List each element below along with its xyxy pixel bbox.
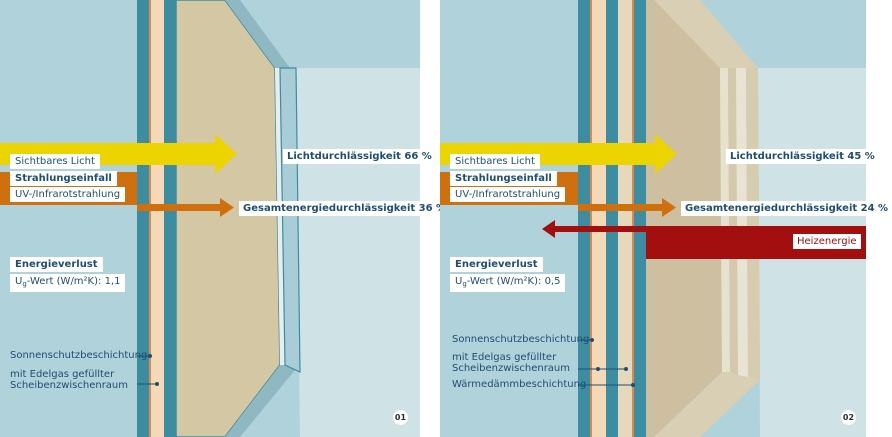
- panel-01-light-arrow-head: [215, 134, 237, 174]
- panel-02-callout-thermal-coating: Wärmedämmbeschichtung: [452, 379, 587, 390]
- panel-01-number-badge: 01: [393, 410, 408, 425]
- panel-02-callout-gas-1: mit Edelgas gefüllter: [452, 352, 557, 363]
- panel-02-callout-gas-2: Scheibenzwischenraum: [452, 363, 571, 374]
- panel-02-gas-gap-2: [618, 0, 632, 437]
- panel-02-visible-light-label: Sichtbares Licht: [450, 154, 540, 169]
- panel-02-callout-dot-2a: [596, 367, 600, 371]
- panel-01-sun-coating: [149, 0, 151, 437]
- panel-01-callout-dot-1: [148, 354, 152, 358]
- panel-01-uv-ir-label: UV-/Infrarotstrahlung: [10, 187, 126, 202]
- panel-01-energy-transmission: Gesamtenergiedurchlässigkeit 36 %: [239, 201, 451, 216]
- panel-01: Sichtbares Licht Strahlungseinfall UV-/I…: [0, 0, 451, 437]
- panel-02-light-arrow-head: [655, 134, 677, 174]
- panel-02-edge-1: [720, 68, 730, 372]
- panel-01-glass-face: [175, 0, 281, 437]
- panel-02-edge-4: [746, 68, 760, 380]
- panel-01-energy-arrow-shaft: [137, 204, 220, 211]
- panel-01-radiation-label: Strahlungseinfall: [10, 171, 117, 186]
- panel-01-light-transmission: Lichtdurchlässigkeit 66 %: [283, 149, 436, 164]
- panel-02-uv-ir-label: UV-/Infrarotstrahlung: [450, 187, 566, 202]
- panel-02-thermal-coating: [632, 0, 634, 437]
- panel-02: Sichtbares Licht Strahlungseinfall UV-/I…: [440, 0, 892, 437]
- panel-01-u-value: Ug-Wert (W/m²K): 1,1: [10, 274, 126, 292]
- panel-02-glass-face: [646, 0, 722, 437]
- panel-02-u-value: Ug-Wert (W/m²K): 0,5: [450, 274, 566, 292]
- panel-02-light-transmission: Lichtdurchlässigkeit 45 %: [726, 149, 879, 164]
- panel-02-middle-pane: [606, 0, 618, 437]
- panel-01-inner-pane: [164, 0, 176, 437]
- panel-01-glass-edge-light: [275, 68, 285, 365]
- panel-01-callout-dot-2: [155, 382, 159, 386]
- panel-02-energy-arrow-head: [662, 198, 676, 217]
- panel-01-light-beam: [295, 68, 420, 437]
- panel-02-energy-transmission: Gesamtenergiedurchlässigkeit 24 %: [681, 201, 892, 216]
- panel-02-energy-arrow-shaft: [578, 204, 662, 211]
- panel-02-number-badge: 02: [841, 410, 856, 425]
- panel-01-illustration: [0, 0, 420, 437]
- panel-01-gas-gap: [151, 0, 164, 437]
- panel-01-callout-sun-coating: Sonnenschutzbeschichtung: [10, 350, 148, 361]
- panel-01-glass-edge: [279, 67, 301, 373]
- panel-02-callout-sun-coating: Sonnenschutzbeschichtung: [452, 334, 590, 345]
- panel-01-callout-gas-2: Scheibenzwischenraum: [10, 380, 129, 391]
- panel-02-heating-energy-label: Heizenergie: [793, 234, 861, 249]
- panel-02-edge-2: [728, 68, 738, 375]
- panel-01-energy-loss-label: Energieverlust: [10, 257, 103, 272]
- panel-02-inner-pane: [634, 0, 646, 437]
- panel-02-heat-arrow-head: [542, 220, 555, 238]
- panel-02-energy-loss-label: Energieverlust: [450, 257, 543, 272]
- panel-02-callout-dot-1: [590, 338, 594, 342]
- panel-02-edge-3: [736, 68, 748, 377]
- panel-01-outer-pane: [137, 0, 149, 437]
- panel-02-callout-dot-2b: [624, 367, 628, 371]
- panel-01-callout-gas-1: mit Edelgas gefüllter: [10, 369, 115, 380]
- panel-01-visible-light-label: Sichtbares Licht: [10, 154, 100, 169]
- panel-02-outer-pane: [578, 0, 590, 437]
- panel-02-radiation-label: Strahlungseinfall: [450, 171, 557, 186]
- panel-02-callout-dot-3: [631, 383, 635, 387]
- panel-02-heat-arrow-shaft: [555, 226, 646, 232]
- panel-01-energy-arrow-head: [220, 198, 234, 217]
- panel-02-gas-gap-1: [592, 0, 606, 437]
- panel-02-sun-coating: [590, 0, 592, 437]
